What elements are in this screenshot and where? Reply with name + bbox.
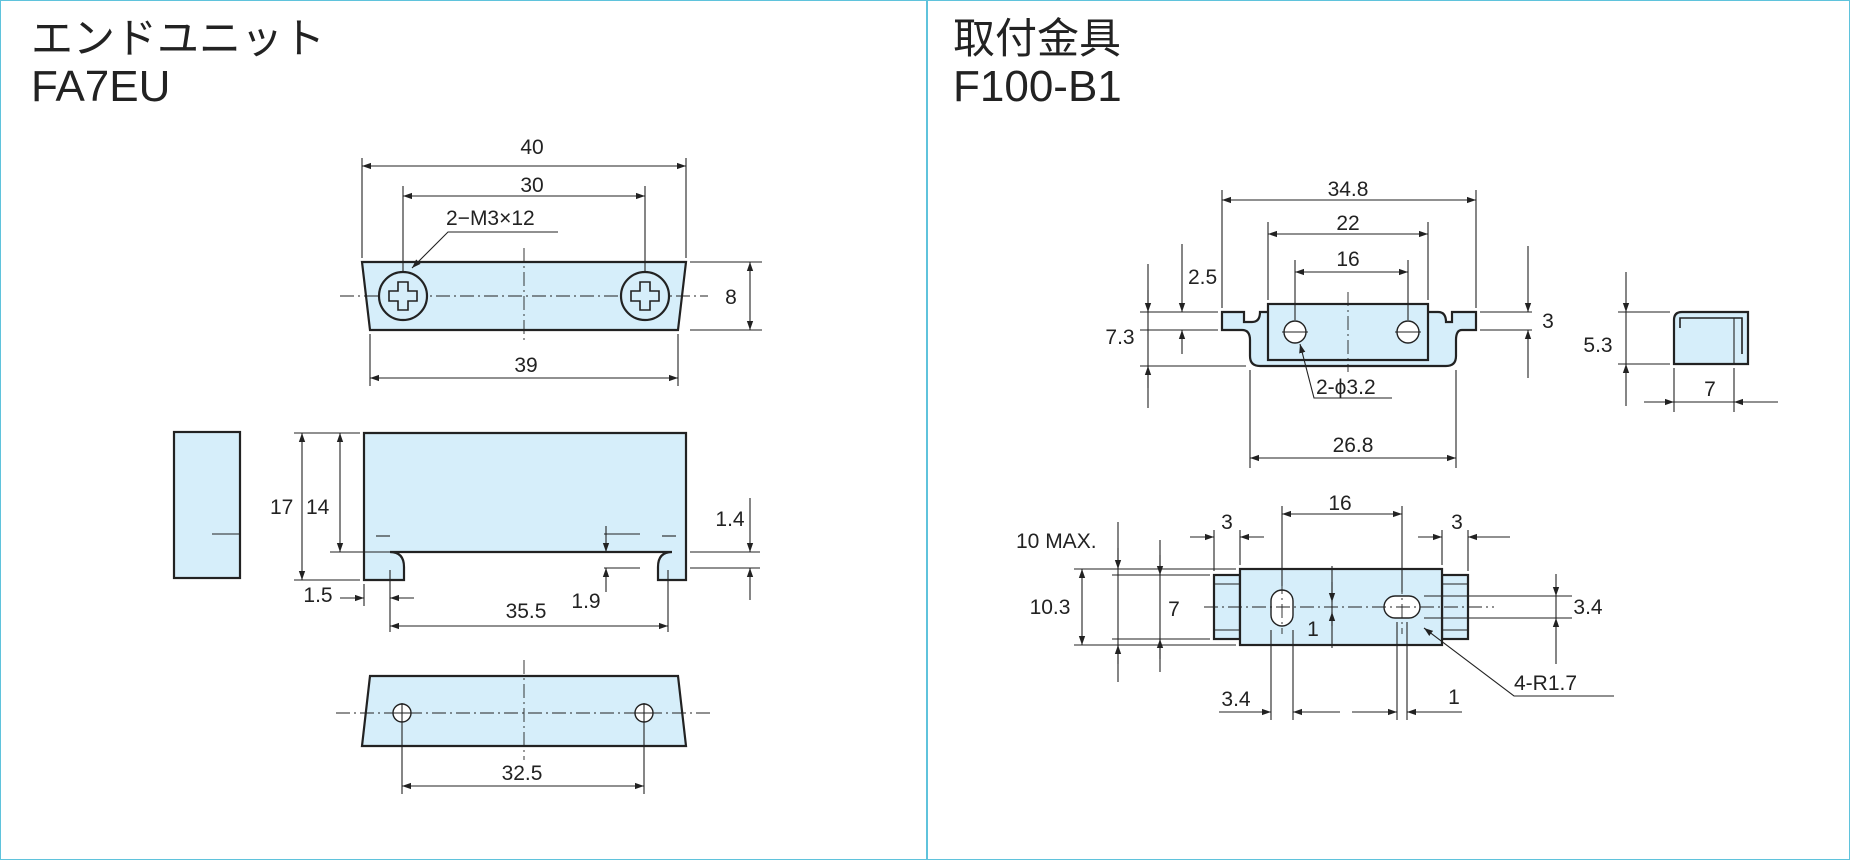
dim-26-8: 26.8 xyxy=(1333,434,1374,457)
dim-7-side: 7 xyxy=(1704,378,1716,401)
left-panel-model: FA7EU xyxy=(31,62,171,111)
fa7eu-top-view: 40 30 2−M3×12 8 39 xyxy=(340,136,762,386)
dim-39: 39 xyxy=(514,354,537,377)
dim-22: 22 xyxy=(1336,212,1359,235)
fa7eu-side-view: 17 14 1.4 1.5 35.5 1.9 xyxy=(172,430,760,632)
end-unit-side-body xyxy=(172,430,242,580)
end-unit-front-body xyxy=(362,431,688,582)
dim-1-5: 1.5 xyxy=(303,584,332,607)
dim-screw: 2−M3×12 xyxy=(446,207,535,230)
dim-3-b: 3 xyxy=(1451,511,1463,534)
dim-10-3: 10.3 xyxy=(1030,596,1071,619)
fa7eu-bottom-view: 32.5 xyxy=(336,660,712,794)
f100-b1-side-view: 5.3 7 xyxy=(1583,272,1778,412)
dim-2-5: 2.5 xyxy=(1188,266,1217,289)
bracket-side-body xyxy=(1672,310,1750,366)
dim-1-4: 1.4 xyxy=(715,508,745,531)
dim-3-4-right: 3.4 xyxy=(1573,596,1603,619)
dim-7-3: 7.3 xyxy=(1105,326,1134,349)
dim-35-5: 35.5 xyxy=(506,600,547,623)
left-panel: エンドユニット FA7EU xyxy=(0,0,927,860)
dim-3-4-left: 3.4 xyxy=(1221,688,1251,711)
dim-8: 8 xyxy=(725,286,737,309)
left-panel-title: エンドユニット xyxy=(31,14,326,63)
screw-head-left xyxy=(377,270,429,322)
dim-32-5: 32.5 xyxy=(502,762,543,785)
dim-30: 30 xyxy=(520,174,543,197)
right-panel: 取付金具 F100-B1 xyxy=(927,0,1850,860)
right-panel-model: F100-B1 xyxy=(953,62,1122,111)
dim-radius: 4-R1.7 xyxy=(1514,672,1577,695)
screw-head-right xyxy=(619,270,671,322)
dim-5-3: 5.3 xyxy=(1583,334,1612,357)
dim-34-8: 34.8 xyxy=(1328,178,1369,201)
dim-16-top: 16 xyxy=(1336,248,1359,271)
dim-3-a: 3 xyxy=(1221,511,1233,534)
dim-7-bot: 7 xyxy=(1168,598,1180,621)
dim-1-9: 1.9 xyxy=(571,590,600,613)
dim-14: 14 xyxy=(306,496,330,519)
dim-10-max: 10 MAX. xyxy=(1016,530,1097,553)
dim-1-mid: 1 xyxy=(1307,618,1319,641)
dim-40: 40 xyxy=(520,136,543,159)
cross-recess-left xyxy=(388,281,418,311)
dim-16-bot: 16 xyxy=(1328,492,1351,515)
dim-17: 17 xyxy=(270,496,293,519)
dim-1-bot: 1 xyxy=(1448,686,1460,709)
dim-holes: 2-ϕ3.2 xyxy=(1316,376,1376,399)
f100-b1-bottom-view: 16 3 3 10 MAX. 10.3 7 1 3.4 3.4 1 4-R1.7 xyxy=(1016,492,1614,720)
right-panel-title: 取付金具 xyxy=(953,14,1122,63)
dim-3-top: 3 xyxy=(1542,310,1554,333)
f100-b1-front-view: 34.8 22 16 2.5 7.3 3 2-ϕ3.2 26.8 xyxy=(1105,178,1554,468)
cross-recess-right xyxy=(630,281,660,311)
